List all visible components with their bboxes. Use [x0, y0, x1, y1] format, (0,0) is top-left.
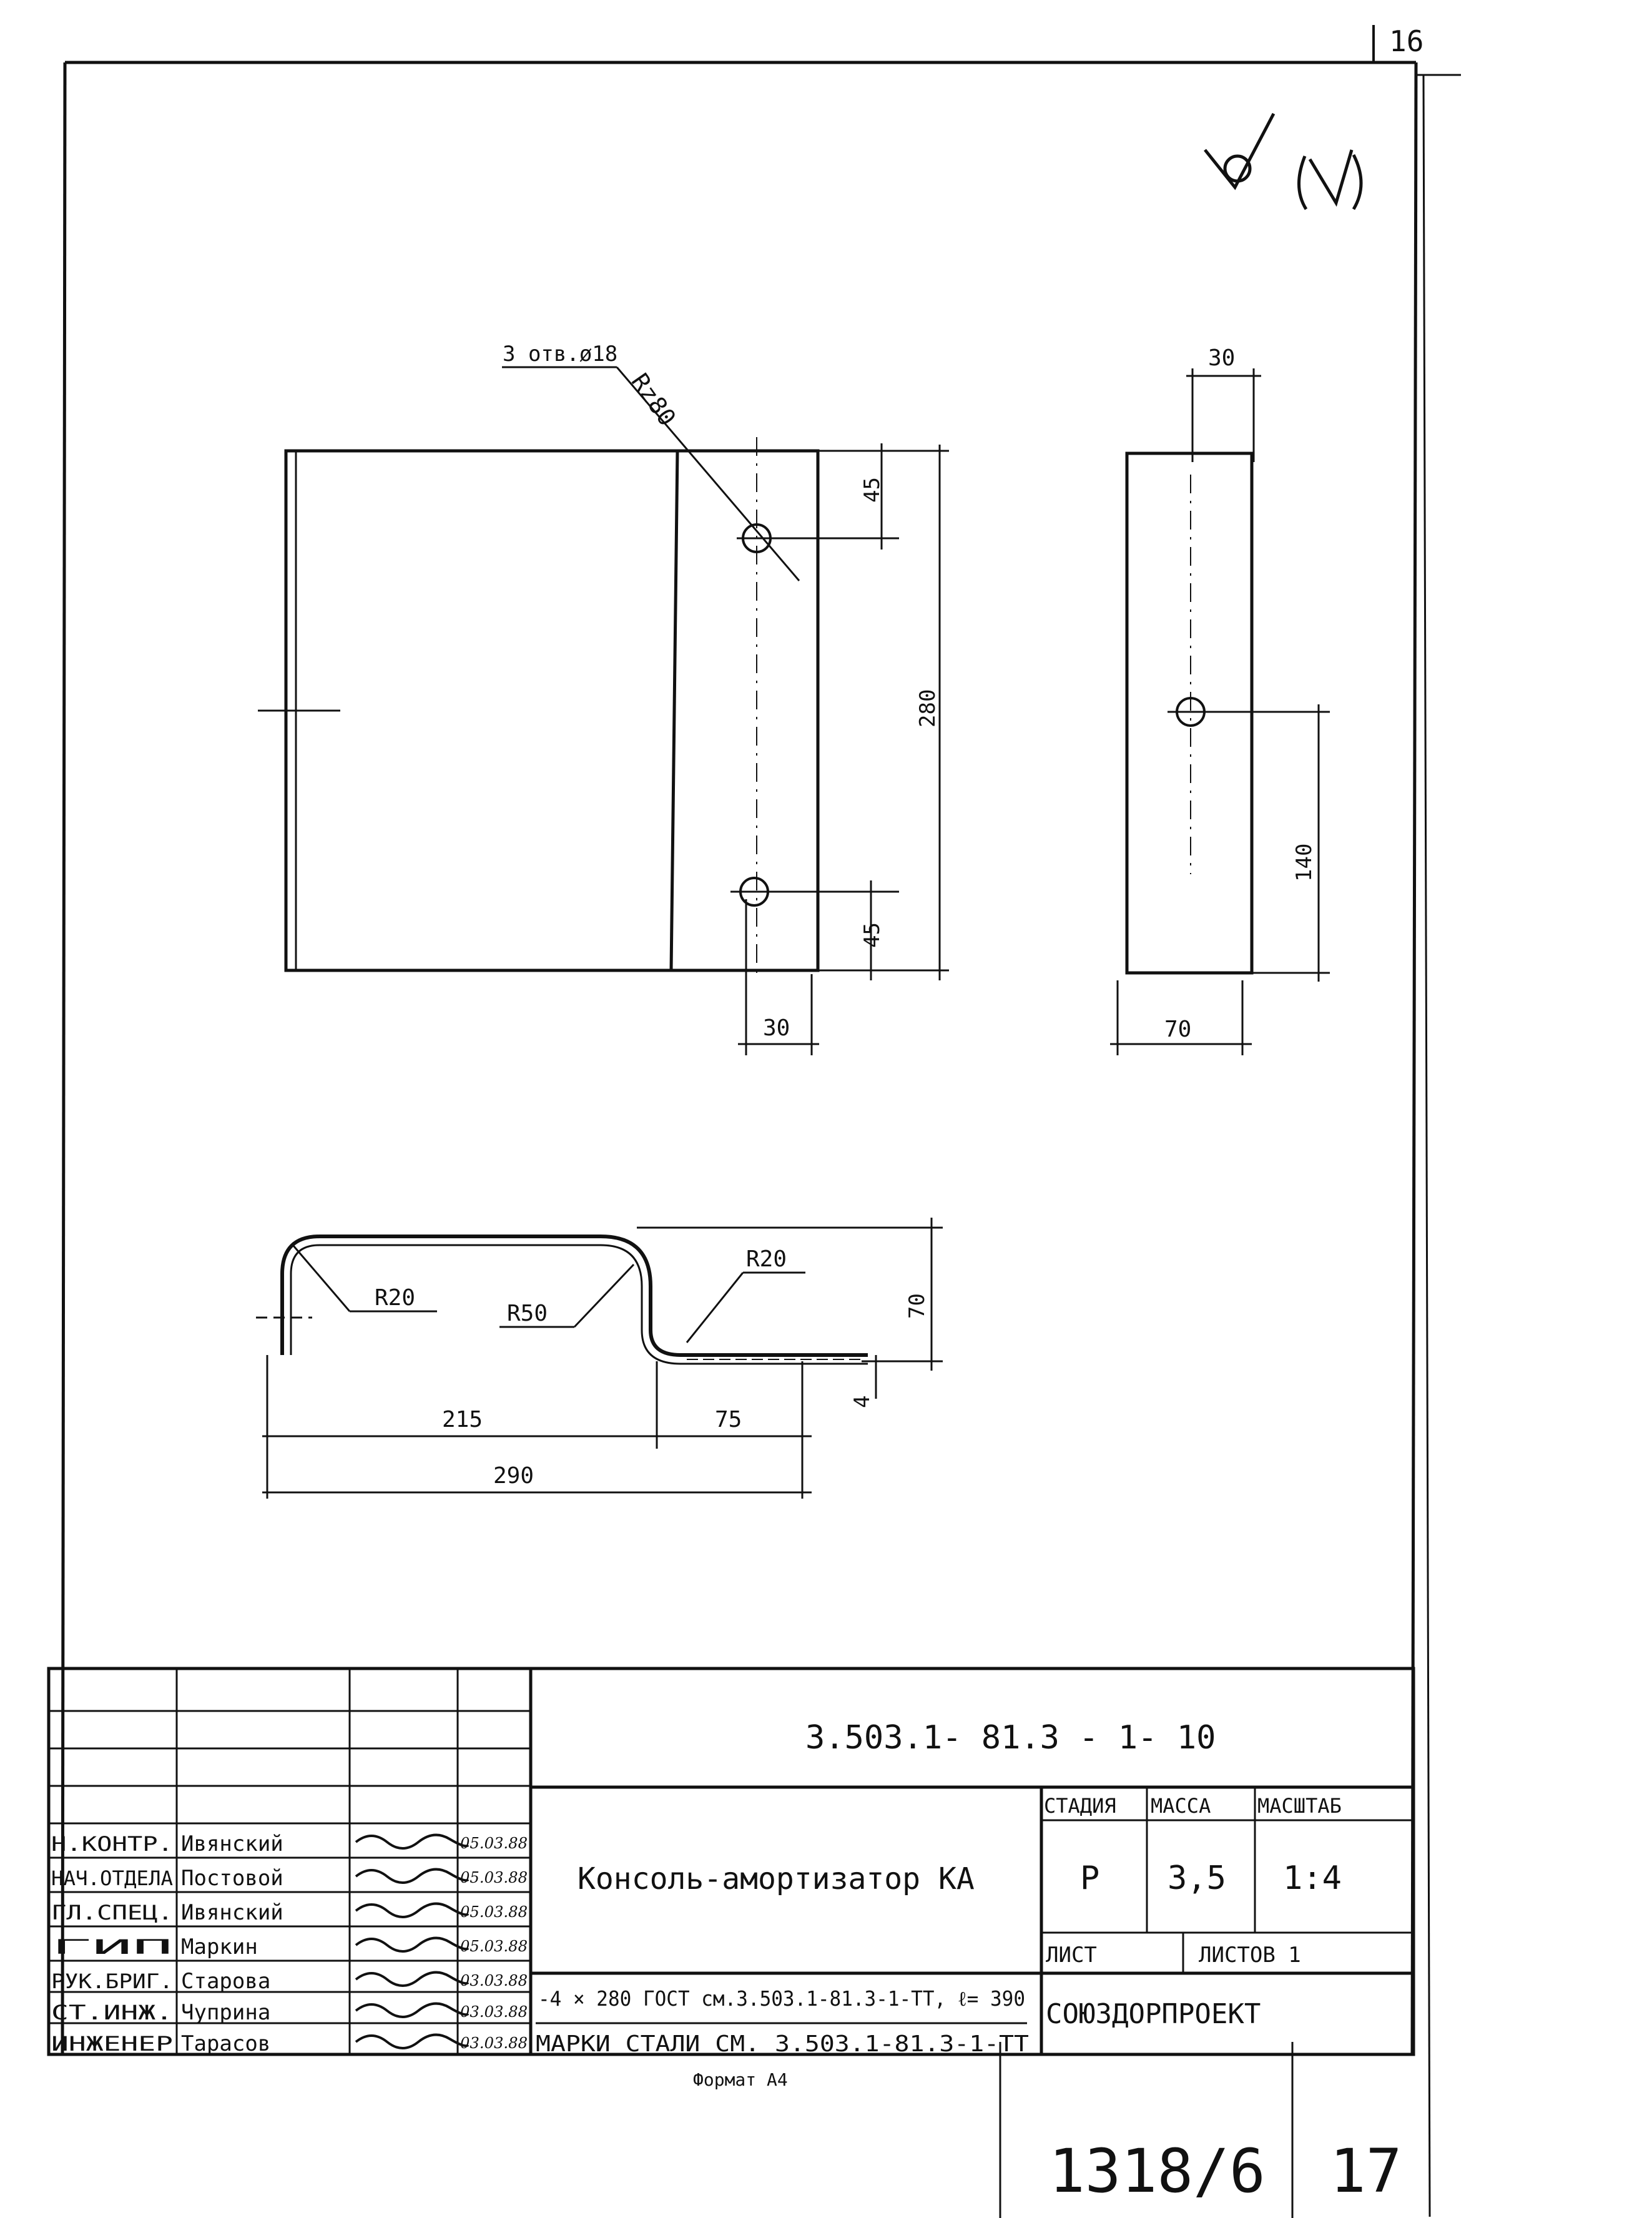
stage-value: Р: [1080, 1860, 1099, 1897]
signature-role: ГЛ.СПЕЦ.: [51, 1901, 173, 1925]
steel-line: МАРКИ СТАЛИ СМ. 3.503.1-81.3-1-ТТ: [536, 2031, 1029, 2057]
signature-date: 03.03.88: [460, 1972, 528, 1989]
page-number: 17: [1330, 2136, 1402, 2206]
signature-name: Ивянский: [181, 1900, 283, 1925]
dim-280: 280: [915, 689, 940, 727]
side-dim-30: 30: [1208, 345, 1235, 371]
profile-dim-290: 290: [493, 1463, 534, 1489]
profile-dim-75: 75: [715, 1407, 742, 1432]
signature-role: ГИП: [51, 1935, 173, 1959]
header-mass: МАССА: [1151, 1794, 1211, 1818]
mass-value: 3,5: [1168, 1860, 1226, 1897]
profile-dim-70: 70: [905, 1293, 930, 1319]
rz-note: Rz80: [626, 368, 682, 431]
signature-date: 03.03.88: [460, 2003, 528, 2021]
profile-r50: R50: [507, 1301, 548, 1326]
signature-scribble: [355, 1971, 470, 1987]
signature-name: Тарасов: [181, 2031, 270, 2056]
side-dim-140: 140: [1292, 844, 1317, 882]
signature-scribble: [355, 2033, 470, 2049]
dim-top-45: 45: [860, 477, 885, 503]
signature-role: ИНЖЕНЕР: [51, 2032, 173, 2056]
profile-dim-215: 215: [442, 1407, 483, 1432]
profile-r20-right: R20: [746, 1246, 787, 1272]
signature-name: Чуприна: [181, 2000, 270, 2025]
hole-note: 3 отв.ø18: [503, 342, 617, 367]
header-stage: СТАДИЯ: [1044, 1794, 1116, 1818]
title-block: [47, 1667, 1415, 2218]
side-view: [1110, 368, 1330, 1055]
header-sheet: ЛИСТ: [1046, 1943, 1097, 1968]
signature-name: Постовой: [181, 1866, 283, 1891]
scale-value: 1:4: [1283, 1860, 1342, 1897]
sheet-frame: [61, 25, 1461, 2217]
signature-scribble: [355, 2002, 470, 2018]
side-dim-70: 70: [1164, 1017, 1191, 1042]
signature-role: НАЧ.ОТДЕЛА: [51, 1866, 173, 1890]
signature-name: Ивянский: [181, 1831, 283, 1856]
front-view: [258, 366, 949, 1055]
document-code: 3.503.1- 81.3 - 1- 10: [805, 1719, 1216, 1757]
signature-name: Старова: [181, 1969, 270, 1994]
part-name: Консоль-амортизатор КА: [578, 1861, 975, 1896]
material-line: -4 × 280 ГОСТ см.3.503.1-81.3-1-ТТ, ℓ= 3…: [538, 1986, 1025, 2011]
profile-dim-4: 4: [850, 1396, 875, 1408]
profile-r20-left: R20: [375, 1285, 415, 1311]
signature-scribble: [355, 1902, 470, 1918]
profile-view: [256, 1218, 943, 1499]
signature-date: 05.03.88: [460, 1938, 528, 1955]
signature-role: СТ.ИНЖ.: [51, 2001, 173, 2024]
signature-date: 05.03.88: [460, 1903, 528, 1921]
header-scale: МАСШТАБ: [1257, 1794, 1342, 1818]
signature-role: РУК.БРИГ.: [51, 1969, 173, 1993]
signature-scribble: [355, 1833, 470, 1850]
signature-name: Маркин: [181, 1935, 258, 1959]
format-label: Формат А4: [693, 2069, 788, 2090]
dim-bottom-30: 30: [763, 1015, 790, 1041]
header-sheets: ЛИСТОВ 1: [1199, 1943, 1301, 1968]
signature-date: 05.03.88: [460, 1869, 528, 1886]
roughness-icon: [1204, 112, 1363, 210]
sheet-corner-number: 16: [1389, 24, 1423, 58]
organization: СОЮЗДОРПРОЕКТ: [1046, 1998, 1261, 2030]
signature-scribble: [355, 1868, 470, 1884]
archive-number: 1318/6: [1049, 2136, 1266, 2206]
signature-date: 05.03.88: [460, 1835, 528, 1852]
signature-scribble: [355, 1936, 470, 1953]
dim-bottom-45: 45: [860, 922, 885, 948]
signature-role: Н.КОНТР.: [51, 1832, 173, 1856]
signature-date: 03.03.88: [460, 2034, 528, 2052]
